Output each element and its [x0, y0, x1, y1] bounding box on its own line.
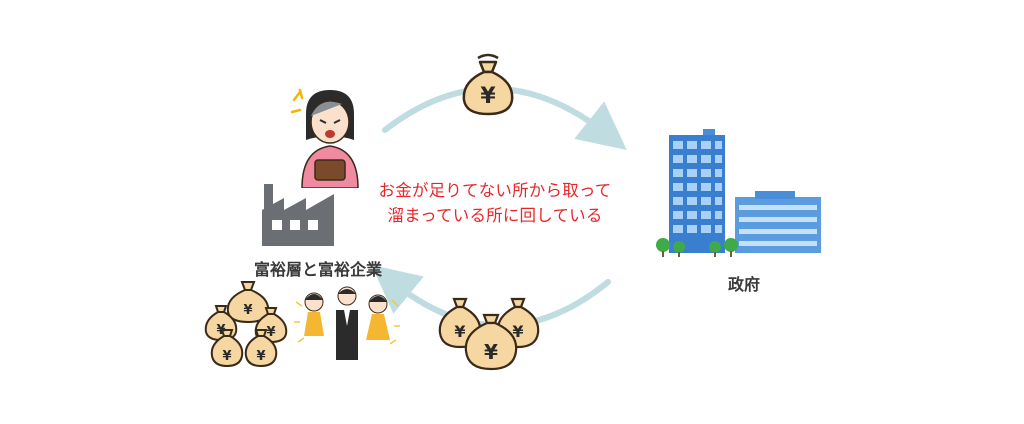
caption-line-2: 溜まっている所に回している: [387, 206, 603, 225]
moneybag-group-icon-bottom: ¥ ¥ ¥: [438, 297, 540, 371]
factory-icon: [262, 184, 334, 246]
svg-text:¥: ¥: [480, 84, 496, 109]
svg-text:¥: ¥: [243, 303, 252, 318]
svg-text:¥: ¥: [256, 349, 265, 364]
svg-text:¥: ¥: [222, 349, 231, 364]
wealthy-family-icon: [294, 286, 400, 360]
svg-text:¥: ¥: [216, 323, 225, 338]
moneybag-icon-top: ¥: [462, 53, 514, 116]
flow-caption: お金が足りてない所から取って 溜まっている所に回している: [360, 178, 630, 228]
svg-text:¥: ¥: [512, 322, 523, 341]
caption-line-1: お金が足りてない所から取って: [378, 181, 612, 200]
government-buildings-icon: [656, 129, 821, 257]
svg-text:¥: ¥: [484, 340, 498, 364]
svg-text:¥: ¥: [266, 325, 275, 340]
label-wealthy: 富裕層と富裕企業: [254, 260, 383, 279]
moneybag-pile-icon: ¥ ¥ ¥ ¥ ¥: [204, 281, 288, 368]
svg-text:¥: ¥: [454, 322, 465, 341]
label-government: 政府: [728, 275, 761, 294]
worried-person-icon: [290, 88, 359, 188]
